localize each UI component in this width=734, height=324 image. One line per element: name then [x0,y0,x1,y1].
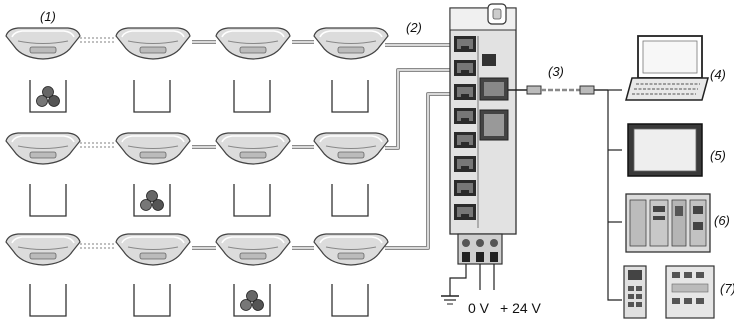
touch-panel-icon [627,123,703,177]
power-terminal-block [449,233,503,296]
remote-io-icon [623,265,715,319]
callout-5-label: (5) [710,148,726,163]
sensor-icon [5,132,81,165]
sensor-row-1 [5,27,389,113]
sensor-icon [5,27,81,60]
voltage-24v-label: + 24 V [500,300,542,316]
callout-3-label: (3) [548,64,564,79]
callout-6-label: (6) [714,213,730,228]
voltage-0v-label: 0 V [468,300,490,316]
device-bus [607,89,622,301]
bin-icon [133,79,171,113]
bin-icon [233,183,271,217]
plc-rack-icon [625,193,711,253]
parts-icon [36,86,60,107]
sensor-icon [115,233,191,266]
bin-icon [29,283,67,317]
callout-2-label: (2) [406,20,422,35]
laptop-icon [625,35,709,101]
bin-icon [233,79,271,113]
sensor-row-2 [5,132,389,217]
sensor-icon [215,132,291,165]
bin-icon [331,283,369,317]
sensor-icon [215,27,291,60]
sensor-icon [313,233,389,266]
sensor-icon [115,27,191,60]
parts-icon [240,290,264,311]
sensor-row-3 [5,233,389,317]
uplink-cable [508,85,608,95]
sensor-icon [5,233,81,266]
callout-7-label: (7) [720,281,734,296]
bin-icon [133,283,171,317]
bin-icon [331,183,369,217]
bin-icon [29,183,67,217]
bin-icon [331,79,369,113]
sensor-cables [385,43,452,250]
sensor-icon [115,132,191,165]
ground-icon [441,295,459,305]
sensor-icon [215,233,291,266]
sensor-icon [313,27,389,60]
callout-4-label: (4) [710,67,726,82]
parts-icon [140,190,164,211]
sensor-icon [313,132,389,165]
ethernet-switch-module-icon [449,3,517,235]
callout-1-label: (1) [40,9,56,24]
